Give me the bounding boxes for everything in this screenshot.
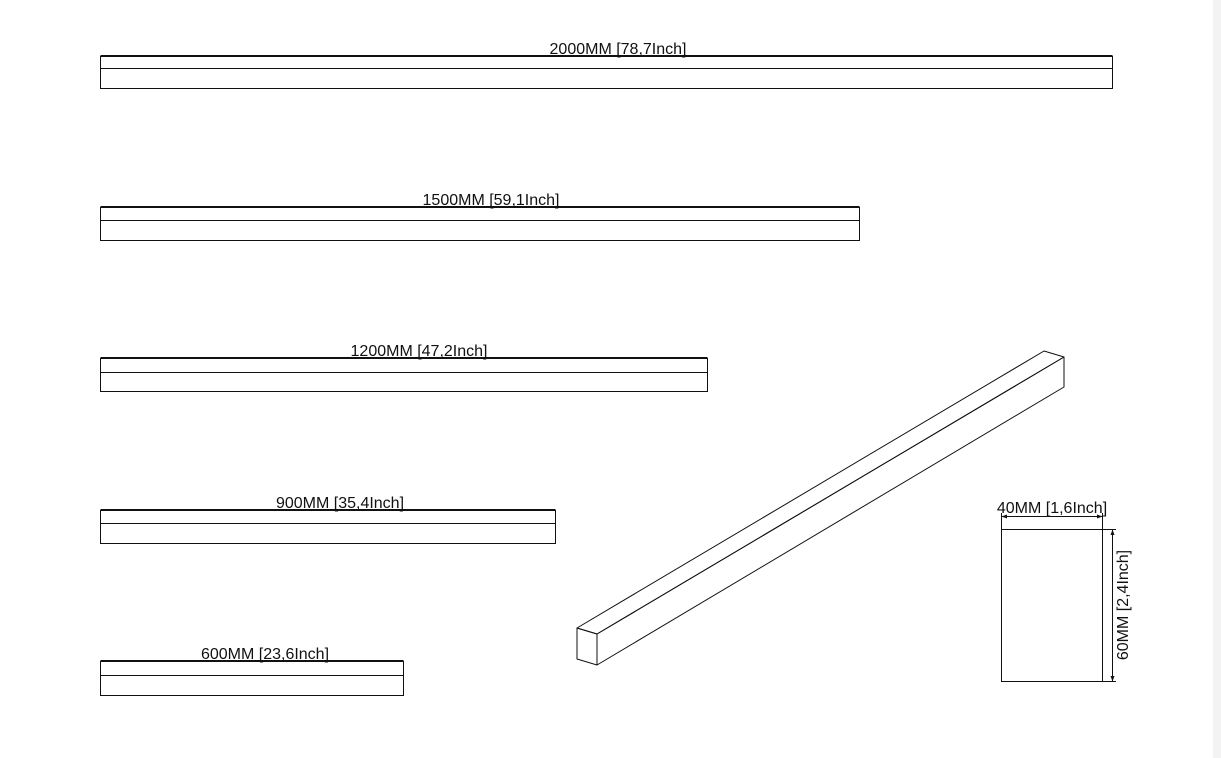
bar-900mm-outline (100, 510, 556, 544)
bar-1200mm-outline (100, 358, 708, 392)
bar-1500mm-label: 1500MM [59,1Inch] (423, 192, 560, 209)
width-arrow-left (1001, 514, 1007, 519)
bar-1500mm-outline (100, 207, 860, 241)
bar-2000mm-label: 2000MM [78,7Inch] (550, 41, 687, 58)
iso-end-face (576, 627, 598, 666)
height-arrow-bottom (1110, 676, 1115, 682)
width-dimension-label: 40MM [1,6Inch] (997, 500, 1107, 517)
isometric-profile-view (576, 350, 1065, 666)
cross-section-outline (1001, 529, 1103, 682)
bar-600mm-label: 600MM [23,6Inch] (201, 646, 329, 663)
width-arrow-right (1097, 514, 1103, 519)
page-edge (1213, 0, 1221, 758)
bar-1500mm: 1500MM [59,1Inch] (100, 192, 860, 241)
iso-top-face (576, 350, 1065, 635)
height-arrow-top (1110, 529, 1115, 535)
cross-section-view: 40MM [1,6Inch] 60MM [2,4Inch] (997, 500, 1132, 682)
bar-900mm-label: 900MM [35,4Inch] (276, 495, 404, 512)
bar-1200mm-label: 1200MM [47,2Inch] (351, 343, 488, 360)
bar-900mm: 900MM [35,4Inch] (100, 495, 556, 544)
bar-2000mm-outline (100, 56, 1113, 89)
bar-600mm: 600MM [23,6Inch] (100, 646, 404, 696)
iso-front-face (596, 356, 1065, 666)
height-dimension-label: 60MM [2,4Inch] (1115, 550, 1132, 660)
bar-600mm-outline (100, 661, 404, 696)
bar-2000mm: 2000MM [78,7Inch] (100, 41, 1113, 89)
bar-1200mm: 1200MM [47,2Inch] (100, 343, 708, 392)
